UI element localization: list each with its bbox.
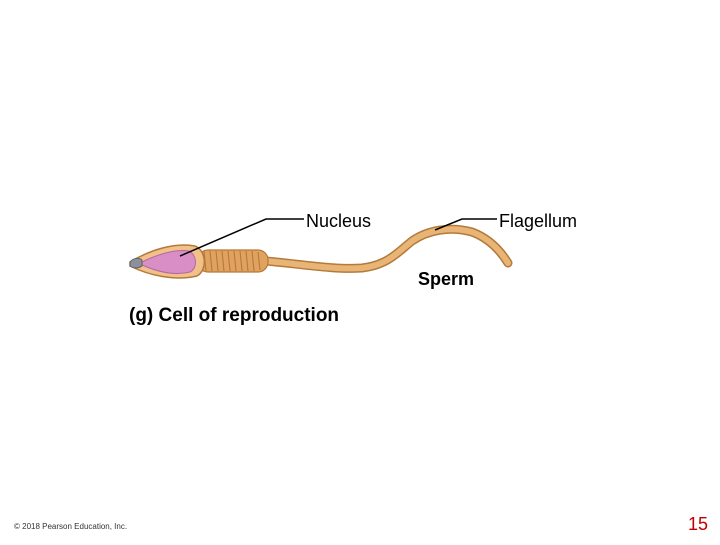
flagellum-leader-line [434, 218, 497, 231]
figure-caption: (g) Cell of reproduction [129, 305, 340, 326]
nucleus-label: Nucleus [306, 211, 372, 231]
midpiece [197, 249, 269, 273]
nucleus-leader-line [179, 218, 304, 257]
page-number: 15 [687, 514, 708, 534]
sperm-label: Sperm [418, 269, 475, 289]
flagellum-label: Flagellum [499, 211, 578, 231]
copyright-notice: © 2018 Pearson Education, Inc. [14, 522, 128, 531]
nucleus-shape [141, 250, 196, 275]
